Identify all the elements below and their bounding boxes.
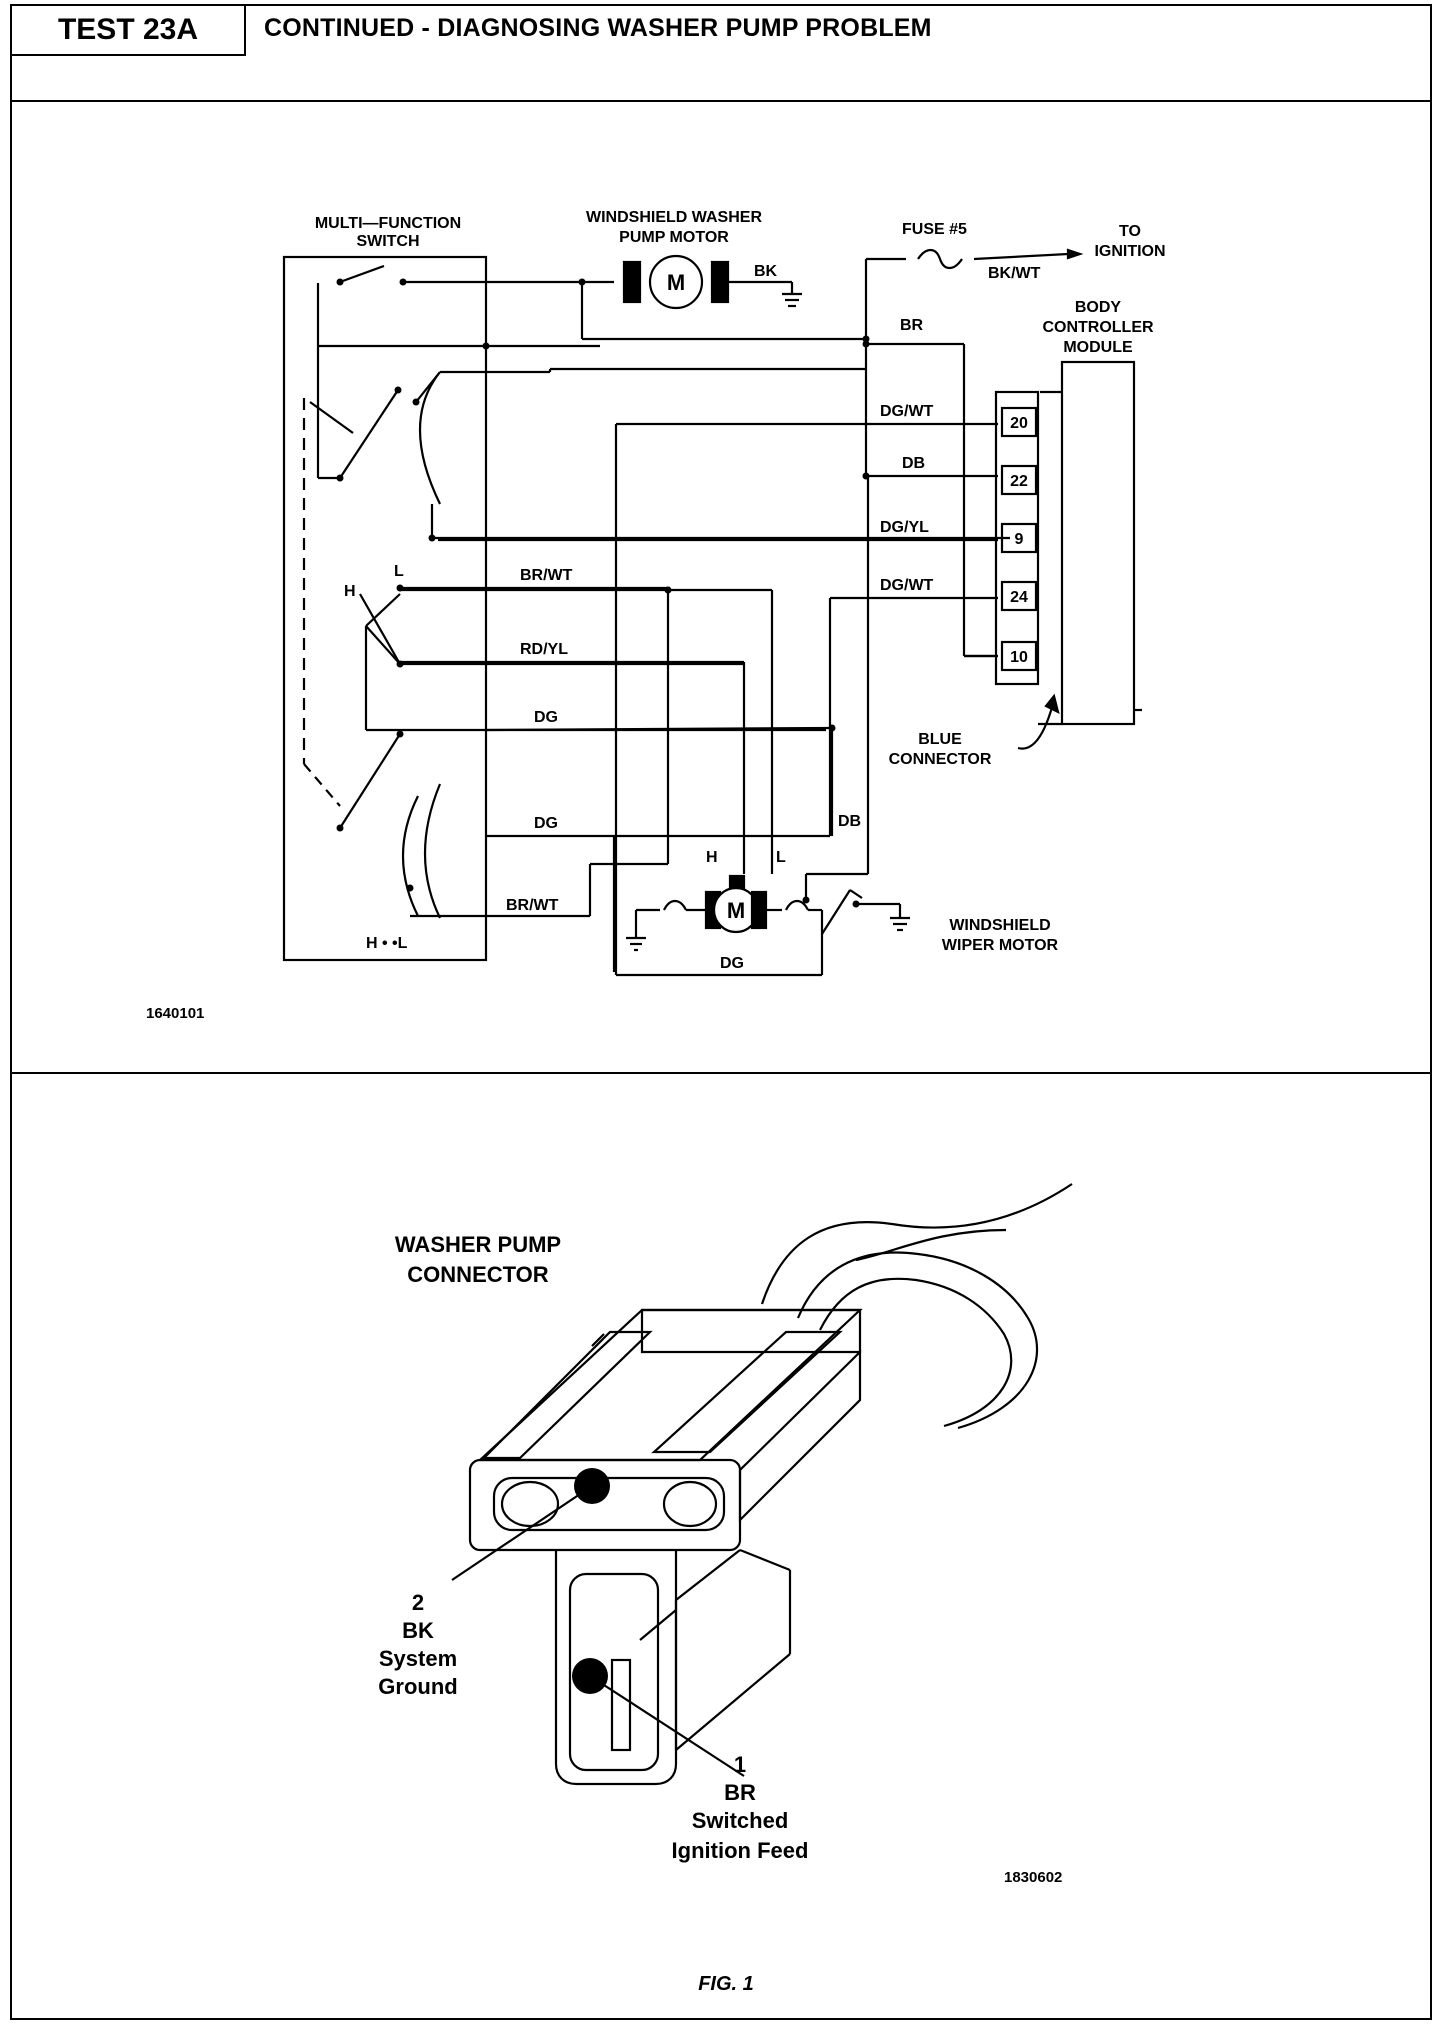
wiper-motor-label-2: WIPER MOTOR [942,937,1059,954]
bcm-label-2: CONTROLLER [1042,319,1154,336]
washer-pump-connector-drawing [451,1183,1073,1786]
pin1-number: 1 [734,1752,746,1777]
wire-db-top: DB [902,455,925,472]
pin2-number: 2 [412,1590,424,1615]
pin2-desc-2: Ground [378,1674,457,1699]
washer-motor-m: M [667,270,685,295]
section-divider [10,1072,1432,1074]
wire-db-low: DB [838,813,861,830]
connector-figure-id: 1830602 [1004,1869,1062,1886]
page-frame [10,4,1432,2020]
wire-br-wt-top: BR/WT [520,567,573,584]
wire-dg-bottom: DG [720,955,744,972]
washer-motor-label-1: WINDSHIELD WASHER [586,209,762,226]
figure-caption: FIG. 1 [698,1973,754,1995]
motor-l-label: L [776,849,786,866]
body-controller-module [1060,360,1136,726]
schematic-figure-id: 1640101 [146,1005,204,1022]
blue-connector-label-2: CONNECTOR [889,751,992,768]
page-title: CONTINUED - DIAGNOSING WASHER PUMP PROBL… [264,14,932,42]
wire-br-wt-low: BR/WT [506,897,559,914]
bcm-label-3: MODULE [1063,339,1133,356]
multi-function-switch-box [282,255,488,962]
to-ignition-2: IGNITION [1094,243,1165,260]
wire-dg-wt-top: DG/WT [880,403,934,420]
blue-connector [994,390,1040,686]
pin-9: 9 [1015,531,1024,548]
pin-2-dot [574,1468,610,1504]
wire-dg-1: DG [534,709,558,726]
pin1-desc-2: Ignition Feed [672,1838,809,1863]
washer-motor-symbol [648,254,704,310]
wire-dg-yl: DG/YL [880,519,929,536]
switch-bottom-label: H • •L [366,935,408,952]
wire-rd-yl: RD/YL [520,641,568,658]
wiper-motor-label-1: WINDSHIELD [949,917,1050,934]
connector-title-1: WASHER PUMP [395,1232,561,1257]
wire-bk: BK [754,263,778,280]
pin-22: 22 [1010,473,1028,490]
bcm-label-1: BODY [1075,299,1122,316]
switch-h-label: H [344,583,356,600]
wiper-motor-m: M [727,898,745,923]
pin-20: 20 [1010,415,1028,432]
wire-br: BR [900,317,924,334]
pin2-color: BK [402,1618,434,1643]
connector-title-2: CONNECTOR [407,1262,548,1287]
wire-dg-2: DG [534,815,558,832]
switch-l-label: L [394,563,404,580]
wire-dg-wt-mid: DG/WT [880,577,934,594]
fuse-label: FUSE #5 [902,221,967,238]
header-divider [10,100,1432,102]
blue-connector-label-1: BLUE [918,731,962,748]
to-ignition-1: TO [1119,223,1141,240]
switch-label-2: SWITCH [356,233,419,250]
pin-24: 24 [1010,589,1028,606]
pin1-color: BR [724,1780,756,1805]
wire-bk-wt: BK/WT [988,265,1041,282]
switch-label-1: MULTI—FUNCTION [315,215,461,232]
pin-10: 10 [1010,649,1028,666]
motor-h-label: H [706,849,718,866]
washer-motor-label-2: PUMP MOTOR [619,229,729,246]
test-id: TEST 23A [12,6,246,56]
pin2-desc-1: System [379,1646,457,1671]
pin-1-dot [572,1658,608,1694]
pin1-desc-1: Switched [692,1808,789,1833]
